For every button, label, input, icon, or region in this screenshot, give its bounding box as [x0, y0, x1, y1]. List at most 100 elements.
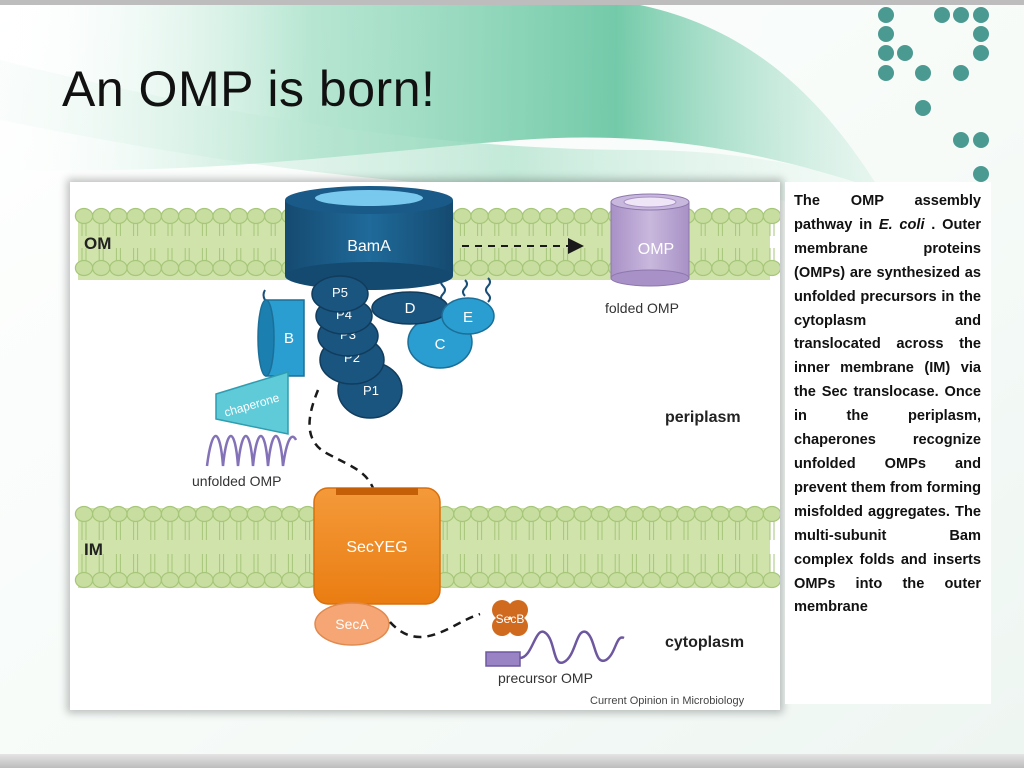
- lipid-head: [126, 505, 145, 523]
- lipid-tail: [494, 248, 500, 261]
- lipid-head: [642, 571, 661, 589]
- lipid-tail: [700, 554, 706, 573]
- lipid-head: [522, 505, 541, 523]
- lipid-head: [728, 505, 747, 523]
- lipid-head: [590, 571, 610, 589]
- lipid-head: [573, 571, 592, 589]
- lipid-head: [92, 207, 111, 225]
- lipid-head: [109, 571, 128, 589]
- potra-domains: P1 P2 P3 P4 P5: [311, 275, 403, 419]
- lipid-head: [177, 505, 197, 523]
- lipid-tail: [580, 521, 586, 540]
- lipid-head: [556, 505, 575, 523]
- secb: SecB: [492, 600, 528, 636]
- im-label: IM: [84, 540, 103, 559]
- lipid-tail: [184, 521, 190, 540]
- lipid-head: [453, 207, 472, 225]
- lipid-tail: [563, 521, 569, 540]
- lipid-tail: [683, 521, 689, 540]
- lipid-tail: [305, 521, 311, 540]
- lipid-head: [711, 571, 730, 589]
- lipid-head: [522, 571, 541, 589]
- lipid-head: [246, 207, 266, 225]
- bam-cde: C D E: [371, 291, 495, 369]
- folded-omp-barrel: OMP: [610, 193, 690, 287]
- lipid-tail: [735, 554, 741, 573]
- lipid-tail: [253, 223, 259, 236]
- lipid-tail: [81, 223, 87, 236]
- green-swoosh-light: [0, 60, 1024, 250]
- precursor-omp-label: precursor OMP: [498, 670, 593, 686]
- lipid-head: [487, 259, 506, 277]
- lipid-tail: [735, 521, 741, 540]
- caption-species: E. coli: [878, 216, 925, 233]
- lipid-head: [281, 571, 300, 589]
- lipid-tail: [477, 521, 483, 540]
- lipid-head: [608, 571, 627, 589]
- lipid-tail: [133, 248, 139, 261]
- lipid-head: [590, 505, 610, 523]
- d-label: D: [405, 300, 416, 317]
- lipid-tail: [511, 248, 517, 261]
- lipid-tail: [752, 223, 758, 236]
- lipid-head: [263, 571, 283, 589]
- b-label: B: [284, 330, 294, 347]
- lipid-head: [711, 207, 730, 225]
- secyeg-label: SecYEG: [346, 539, 407, 556]
- lipid-head: [74, 207, 94, 225]
- figure-canvas: OM IM BamA P1 P2 P3 P4 P5: [74, 186, 780, 707]
- lipid-head: [160, 505, 180, 523]
- lipid-tail: [683, 554, 689, 573]
- lipid-head: [143, 505, 163, 523]
- lipid-head: [659, 571, 679, 589]
- lipid-head: [195, 505, 214, 523]
- lipid-head: [229, 571, 248, 589]
- lipid-tail: [649, 521, 655, 540]
- lipid-head: [573, 259, 592, 277]
- lipid-tail: [81, 554, 87, 573]
- p5-label: P5: [332, 285, 348, 300]
- lipid-tail: [545, 554, 551, 573]
- lipid-tail: [649, 554, 655, 573]
- lipid-tail: [700, 223, 706, 236]
- lipid-head: [195, 207, 214, 225]
- lipid-head: [590, 207, 610, 225]
- lipid-tail: [545, 223, 551, 236]
- lipid-tail: [769, 521, 775, 540]
- lipid-tail: [253, 554, 259, 573]
- lipid-tail: [631, 521, 637, 540]
- lipid-head: [573, 207, 592, 225]
- lipid-tail: [270, 223, 276, 236]
- om-label: OM: [84, 234, 111, 253]
- lipid-head: [590, 259, 610, 277]
- lipid-head: [745, 259, 765, 277]
- lipid-tail: [614, 521, 620, 540]
- lipid-head: [711, 505, 730, 523]
- seca-label: SecA: [335, 616, 369, 632]
- lipid-head: [539, 207, 558, 225]
- lipid-tail: [167, 554, 173, 573]
- lipid-head: [762, 259, 780, 277]
- lipid-tail: [98, 248, 104, 261]
- caption-pre: The OMP assembly pathway in: [794, 193, 981, 233]
- lipid-head: [694, 259, 713, 277]
- lipid-tail: [752, 248, 758, 261]
- lipid-head: [229, 259, 248, 277]
- lipid-head: [246, 571, 266, 589]
- lipid-head: [212, 259, 231, 277]
- lipid-tail: [98, 554, 104, 573]
- lipid-head: [676, 505, 696, 523]
- lipid-head: [212, 505, 231, 523]
- lipid-tail: [769, 554, 775, 573]
- lipid-tail: [597, 554, 603, 573]
- lipid-tail: [287, 554, 293, 573]
- secyeg-translocon: SecYEG: [313, 487, 441, 605]
- lipid-head: [212, 207, 231, 225]
- lipid-head: [160, 207, 180, 225]
- lipid-head: [711, 259, 730, 277]
- lipid-head: [74, 259, 94, 277]
- lipid-head: [126, 207, 145, 225]
- lipid-tail: [528, 248, 534, 261]
- lipid-tail: [477, 223, 483, 236]
- lipid-head: [281, 505, 300, 523]
